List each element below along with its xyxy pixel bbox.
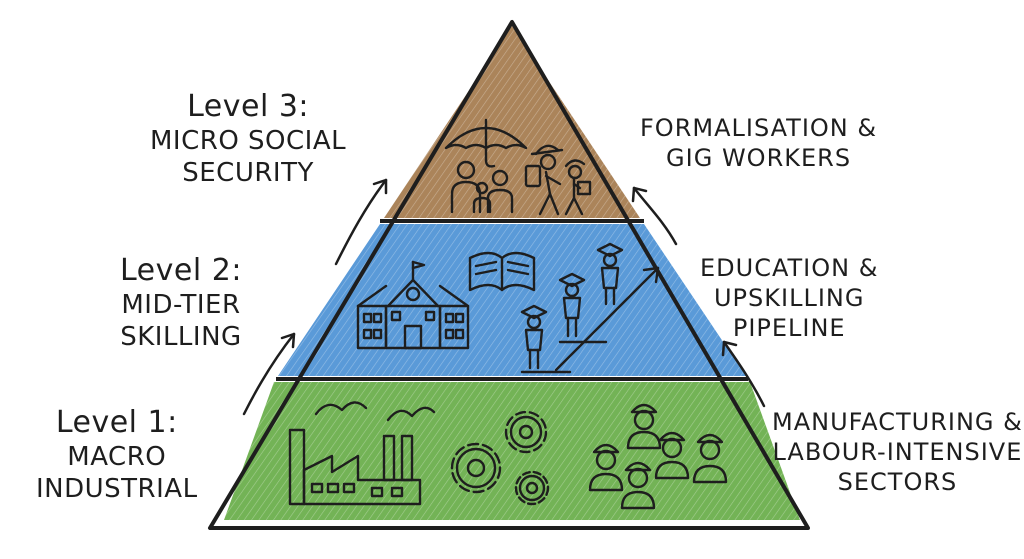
driver-manufacturing-label: MANUFACTURING & LABOUR-INTENSIVE SECTORS (772, 410, 1023, 500)
worker-figure (620, 461, 656, 510)
right-arrow-upper (631, 186, 678, 246)
driver-formalisation-line-1: FORMALISATION & (640, 114, 878, 142)
graduates-ladder-icon (520, 242, 660, 374)
level-2-title: Level 2: (120, 253, 242, 288)
driver-manufacturing-line-1: MANUFACTURING & (772, 408, 1023, 436)
driver-education-line-1: EDUCATION & (700, 254, 879, 282)
umbrella-family-icon (444, 118, 528, 214)
driver-manufacturing-line-3: SECTORS (837, 468, 958, 496)
driver-formalisation-line-2: GIG WORKERS (666, 144, 852, 172)
level-3-label: Level 3: MICRO SOCIAL SECURITY (150, 92, 346, 192)
pyramid-outline (208, 20, 810, 530)
level-3-line-1: MICRO SOCIAL (150, 126, 347, 156)
open-book-icon (468, 251, 536, 292)
driver-education-label: EDUCATION & UPSKILLING PIPELINE (700, 256, 878, 346)
left-arrow-lower (242, 332, 296, 416)
level-2-line-2: SKILLING (120, 322, 242, 352)
tier-level-1-hatch (224, 382, 800, 520)
workers-helmets-icon (588, 403, 728, 510)
graduate-figure (520, 304, 548, 370)
level-1-label: Level 1: MACRO INDUSTRIAL (36, 408, 198, 508)
driver-formalisation-label: FORMALISATION & GIG WORKERS (640, 116, 877, 176)
graduate-figure (558, 272, 586, 338)
right-arrow-lower (721, 340, 766, 408)
left-arrow-upper (334, 178, 388, 266)
worker-figure (692, 433, 728, 484)
level-1-line-1: MACRO (67, 442, 167, 472)
worker-figure (588, 443, 624, 492)
school-building-icon (356, 260, 470, 350)
driver-manufacturing-line-2: LABOUR-INTENSIVE (772, 438, 1023, 466)
factory-icon (288, 401, 436, 506)
level-2-line-1: MID-TIER (121, 290, 241, 320)
level-1-line-2: INDUSTRIAL (36, 474, 198, 504)
level-1-title: Level 1: (55, 405, 178, 440)
level-2-label: Level 2: MID-TIER SKILLING (120, 256, 242, 356)
gears-icon (450, 410, 550, 506)
tier-level-3-hatch (384, 26, 640, 218)
driver-education-line-2: UPSKILLING (713, 284, 865, 312)
tier-level-2-hatch (278, 224, 746, 376)
level-3-line-2: SECURITY (182, 158, 314, 188)
gig-worker-icon (524, 144, 564, 216)
driver-education-line-3: PIPELINE (732, 314, 846, 342)
worker-figure (654, 431, 690, 480)
level-3-title: Level 3: (187, 89, 310, 124)
graduate-figure (596, 242, 624, 306)
delivery-worker-icon (564, 159, 592, 216)
worker-figure (626, 403, 662, 450)
